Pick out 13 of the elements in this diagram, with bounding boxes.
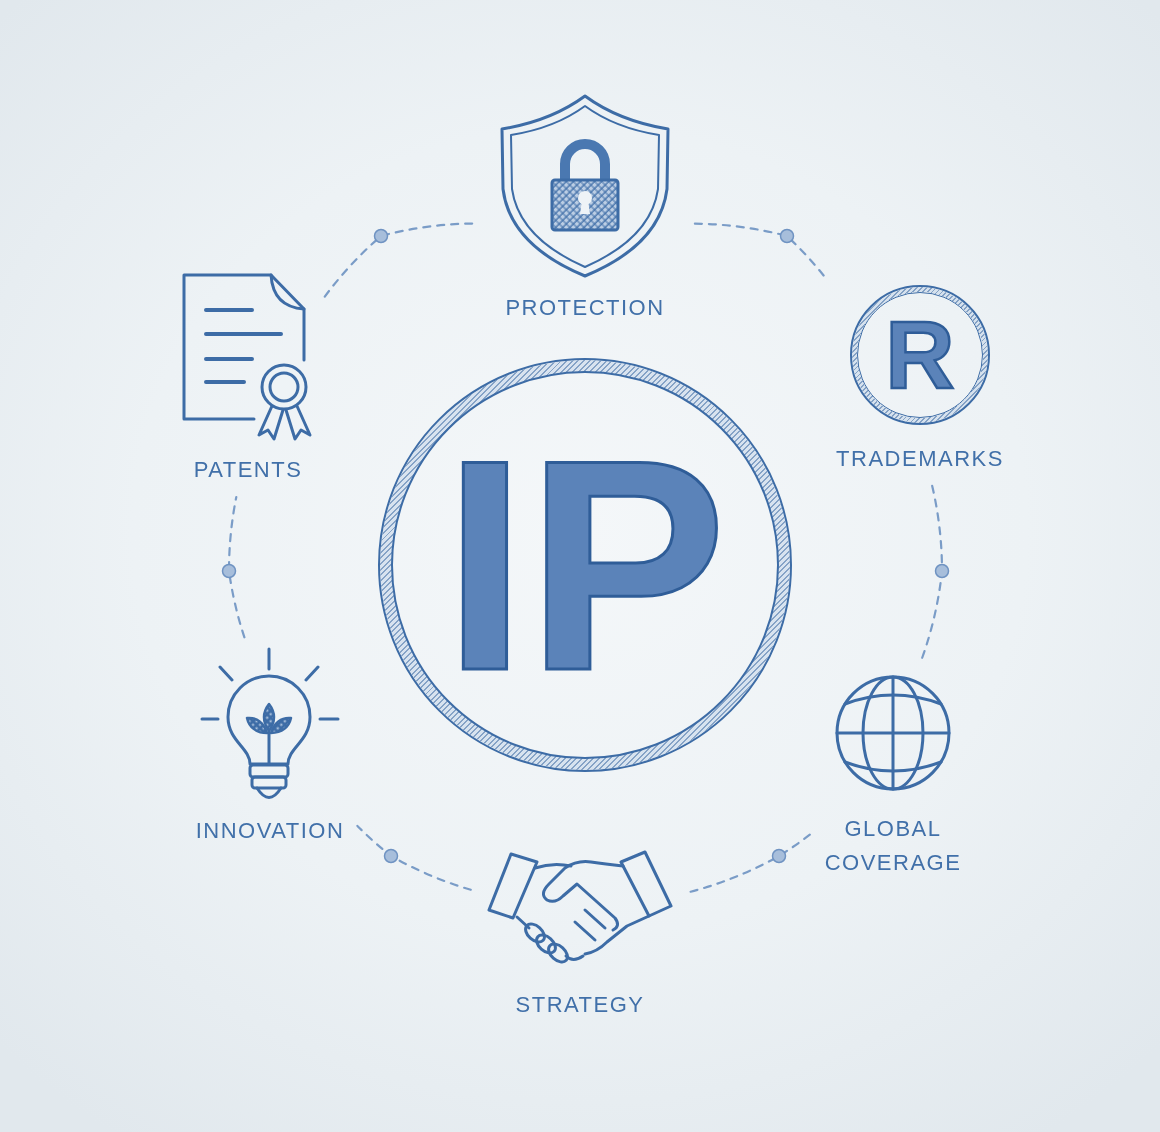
- dashed-connector: [693, 222, 827, 279]
- node-label: PROTECTION: [505, 294, 665, 322]
- hub-circle: [378, 358, 792, 772]
- dashed-connector: [227, 495, 246, 639]
- dashed-connector: [688, 833, 811, 894]
- hub-letters: IP: [443, 415, 727, 715]
- node-label: INNOVATION: [195, 817, 345, 845]
- node-label: STRATEGY: [515, 991, 645, 1019]
- node-label: PATENTS: [193, 456, 303, 484]
- node-label: TRADEMARKS: [836, 445, 1004, 473]
- dashed-connector: [356, 824, 472, 891]
- node-label: GLOBAL COVERAGE: [823, 815, 963, 877]
- registered-letter: R: [885, 307, 955, 403]
